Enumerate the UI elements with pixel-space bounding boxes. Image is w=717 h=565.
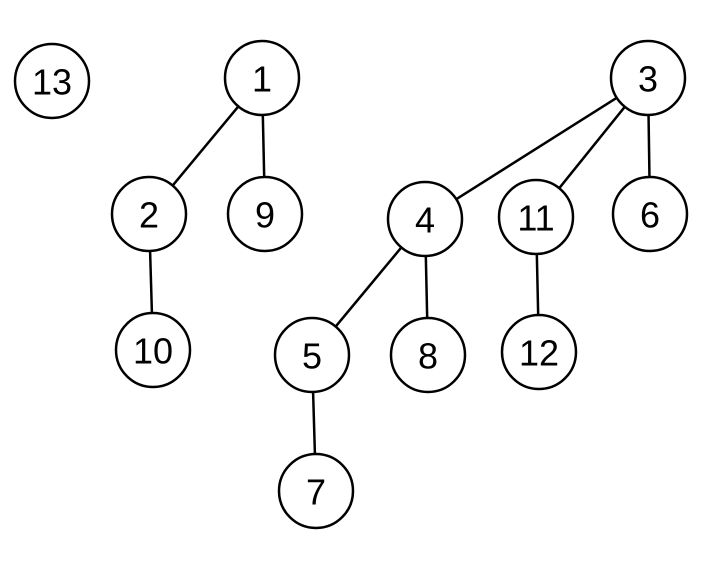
node-circle-12: [500, 313, 578, 391]
node-3: 3: [609, 39, 687, 117]
node-circle-13: [13, 42, 91, 120]
node-label-13: 13: [32, 62, 72, 103]
node-label-9: 9: [255, 195, 275, 236]
node-circle-5: [273, 316, 351, 394]
node-10: 10: [114, 311, 192, 389]
node-label-5: 5: [302, 336, 322, 377]
node-circle-1: [223, 39, 301, 117]
edge-3-6: [647, 114, 651, 178]
node-label-8: 8: [418, 336, 438, 377]
edge-3-11: [558, 106, 626, 189]
node-5: 5: [273, 316, 351, 394]
edge-3-4: [455, 96, 618, 201]
edge-11-12: [535, 253, 540, 316]
edges-layer: [148, 96, 651, 455]
node-circle-3: [609, 39, 687, 117]
node-label-2: 2: [139, 195, 159, 236]
node-label-10: 10: [133, 331, 173, 372]
edge-5-7: [311, 391, 317, 455]
node-circle-8: [389, 316, 467, 394]
edge-4-8: [424, 255, 429, 319]
node-7: 7: [277, 452, 355, 530]
node-label-7: 7: [306, 472, 326, 513]
edge-1-2: [171, 105, 240, 187]
node-label-3: 3: [638, 59, 658, 100]
node-6: 6: [611, 175, 689, 253]
node-13: 13: [13, 42, 91, 120]
node-circle-2: [110, 175, 188, 253]
node-label-1: 1: [252, 59, 272, 100]
node-circle-10: [114, 311, 192, 389]
node-circle-6: [611, 175, 689, 253]
node-circle-7: [277, 452, 355, 530]
node-label-12: 12: [519, 333, 559, 374]
node-8: 8: [389, 316, 467, 394]
node-label-11: 11: [517, 198, 554, 239]
node-circle-4: [386, 180, 464, 258]
node-circle-9: [226, 175, 304, 253]
node-9: 9: [226, 175, 304, 253]
node-circle-11: [497, 178, 575, 256]
node-11: 11: [497, 178, 575, 256]
edge-1-9: [261, 114, 266, 178]
node-label-6: 6: [640, 195, 660, 236]
node-label-4: 4: [415, 200, 435, 241]
node-4: 4: [386, 180, 464, 258]
edge-4-5: [334, 246, 403, 328]
node-2: 2: [110, 175, 188, 253]
node-1: 1: [223, 39, 301, 117]
edge-2-10: [148, 250, 154, 314]
node-12: 12: [500, 313, 578, 391]
